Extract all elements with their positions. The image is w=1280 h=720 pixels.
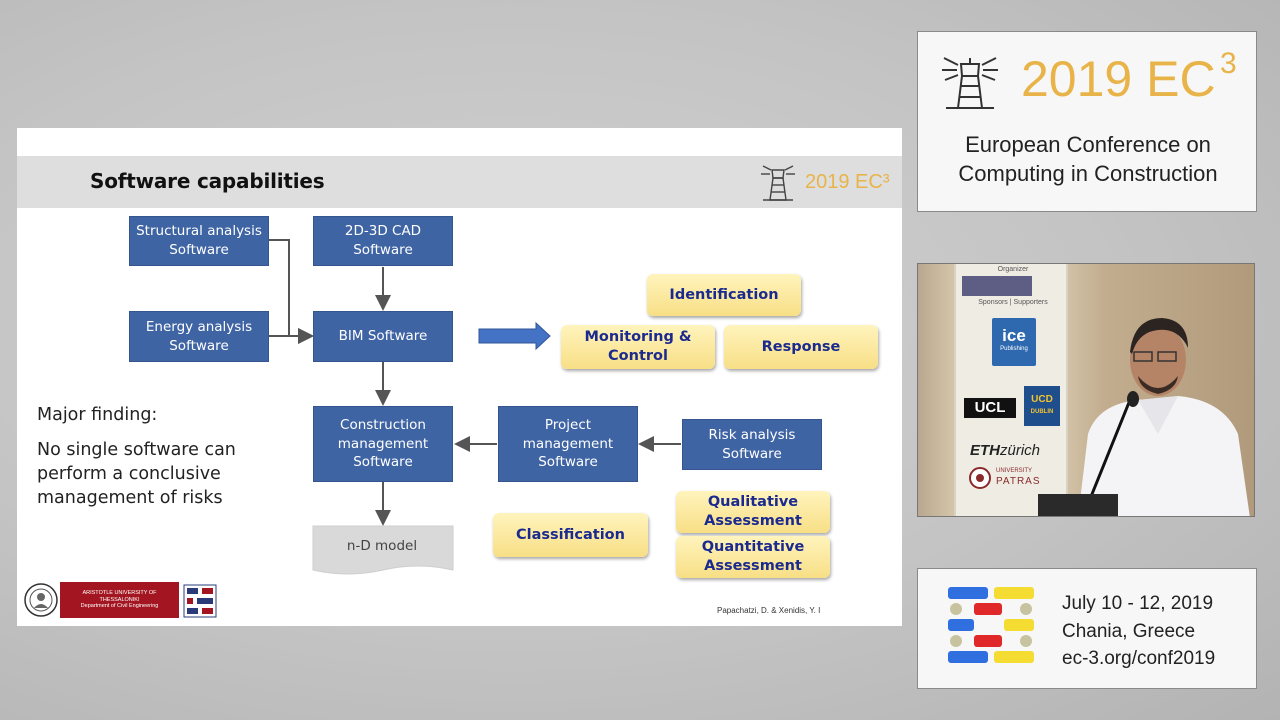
ucd-sub: DUBLIN	[1030, 409, 1054, 415]
university-line: Department of Civil Engineering	[80, 603, 159, 610]
finding-title: Major finding:	[37, 405, 158, 425]
finding-text: No single software can perform a conclus…	[37, 440, 236, 509]
slide-citation: Papachatzi, D. & Xenidis, Y. I	[717, 606, 821, 615]
sponsor-banner: Organizer Sponsors | Supporters ice Publ…	[954, 264, 1068, 516]
organizer-logo	[962, 276, 1032, 296]
ucl-logo: UCL	[964, 398, 1016, 418]
ice-logo: ice Publishing	[992, 318, 1036, 366]
banner-sponsors: Sponsors | Supporters	[978, 299, 1048, 306]
speaker-person	[1038, 318, 1250, 516]
gold-label: Identification	[669, 286, 779, 303]
university-line: ARISTOTLE UNIVERSITY OF	[82, 589, 157, 596]
eth-logo: ETHzürich	[970, 442, 1040, 459]
bim-software-box: BIM Software	[313, 311, 453, 362]
gold-label: Assessment	[704, 558, 802, 574]
slide-title: Software capabilities	[90, 169, 325, 193]
gold-label: Monitoring &	[584, 329, 692, 346]
conference-title-panel: 2019 EC 3 European Conference on Computi…	[917, 31, 1257, 212]
lighthouse-icon	[761, 165, 795, 201]
box-line: management	[337, 435, 429, 452]
box-line: Software	[169, 337, 229, 354]
banner-organizer: Organizer	[997, 266, 1029, 273]
box-line: Project	[544, 416, 592, 433]
university-seal-icon	[24, 583, 58, 617]
box-line: Energy analysis	[145, 318, 253, 335]
box-line: Software	[538, 454, 598, 471]
box-line: Software	[353, 242, 413, 258]
gold-label: Control	[608, 348, 668, 364]
presentation-slide: Software capabilities 2019 EC³	[17, 128, 902, 626]
box-line: Software	[169, 242, 229, 258]
slide-logo-text: 2019 EC³	[805, 171, 890, 193]
eth-sub: zürich	[1000, 442, 1041, 459]
gold-label: Qualitative	[707, 494, 799, 511]
speaker-video[interactable]: Organizer Sponsors | Supporters ice Publ…	[917, 263, 1255, 517]
conference-name-line1: European Conference on	[965, 132, 1211, 157]
box-line: BIM Software	[338, 328, 428, 345]
conference-superscript: 3	[1220, 47, 1237, 80]
ucd-logo: UCD DUBLIN	[1024, 386, 1060, 426]
monitoring-control-box: Monitoring & Control	[561, 325, 715, 369]
slide-header-bar	[17, 156, 902, 208]
gold-label: Quantitative	[701, 539, 805, 556]
patras-univ: UNIVERSITY	[996, 468, 1033, 474]
ec3-logo-icon	[948, 587, 1034, 663]
nd-model-label: n-D model	[346, 538, 418, 554]
university-banner: ARISTOTLE UNIVERSITY OF THESSALONIKI Dep…	[60, 582, 179, 618]
department-logo-icon	[183, 584, 217, 618]
university-line: THESSALONIKI	[99, 596, 140, 603]
box-line: Structural analysis	[136, 223, 262, 240]
patras-seal-icon	[969, 467, 991, 489]
box-line: Software	[353, 454, 413, 471]
gold-label: Assessment	[704, 513, 802, 529]
response-box: Response	[724, 325, 878, 369]
flow-connectors	[269, 239, 681, 575]
event-dates: July 10 - 12, 2019	[1062, 593, 1214, 614]
patras-name: PATRAS	[996, 476, 1041, 487]
ice-logo-text: ice	[1002, 326, 1026, 345]
box-line: 2D-3D CAD	[344, 223, 422, 240]
ucd-text: UCD	[1031, 394, 1053, 405]
box-line: management	[522, 435, 614, 452]
event-url[interactable]: ec-3.org/conf2019	[1062, 648, 1216, 669]
gold-label: Classification	[516, 526, 625, 543]
conference-name-line2: Computing in Construction	[958, 161, 1218, 187]
conference-name: European Conference on Computing in Cons…	[918, 130, 1258, 188]
eth-text: ETH	[970, 442, 1000, 459]
box-line: Risk analysis	[708, 426, 796, 443]
event-info-panel: July 10 - 12, 2019 Chania, Greece ec-3.o…	[917, 568, 1257, 689]
lighthouse-icon	[942, 57, 998, 109]
event-location: Chania, Greece	[1062, 621, 1196, 642]
classification-box: Classification	[493, 513, 648, 557]
ice-logo-sub: Publishing	[1000, 346, 1028, 352]
identification-box: Identification	[647, 274, 801, 316]
gold-label: Response	[761, 338, 841, 355]
box-line: Software	[722, 445, 782, 462]
cad-software-box: 2D-3D CAD Software	[313, 216, 453, 266]
conference-year: 2019 EC	[1021, 51, 1216, 107]
box-line: Construction	[340, 416, 426, 433]
